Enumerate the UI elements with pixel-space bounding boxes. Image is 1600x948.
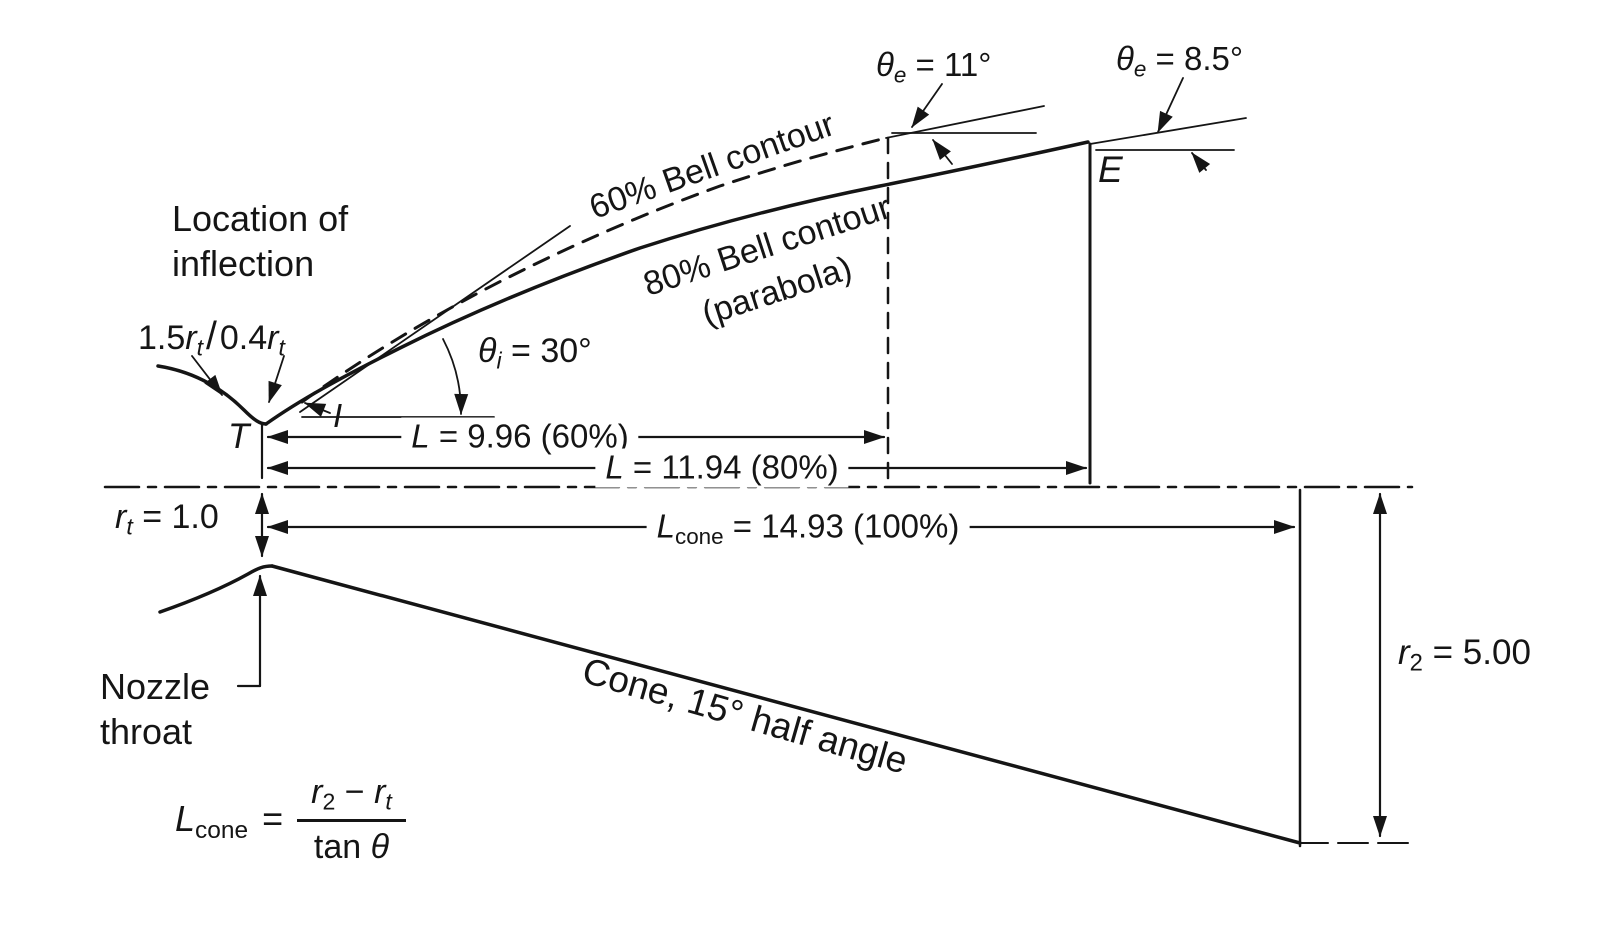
dim-l80-label: L = 11.94 (80%) xyxy=(595,448,849,488)
radius-04rt-pointer xyxy=(268,355,285,403)
theta-subscript: e xyxy=(893,62,907,88)
formula-denominator: tan θ xyxy=(313,828,390,867)
radius-15rt-label: 1.5rt xyxy=(138,319,204,361)
inflection-point-pointer xyxy=(304,402,331,417)
dim-lcone-label: Lcone = 14.93 (100%) xyxy=(646,507,970,548)
formula-lhs: Lcone xyxy=(175,798,249,845)
theta-e-60-pointer xyxy=(911,83,943,128)
theta-symbol: θ xyxy=(876,46,894,83)
bell-80-exit-tangent-line xyxy=(1089,117,1247,145)
formula-numerator: r2 − rt xyxy=(297,772,406,823)
cone-wall-path xyxy=(270,564,1302,845)
cone-length-formula: Lcone = r2 − rt tan θ xyxy=(175,772,406,867)
point-e-label: E xyxy=(1098,149,1123,190)
theta-e-80-angle-arrow xyxy=(1191,152,1211,173)
lower-converging-wall-path xyxy=(158,564,274,614)
theta-value: = 8.5° xyxy=(1146,40,1244,77)
upper-converging-wall-path xyxy=(156,364,268,426)
theta-symbol: θ xyxy=(1116,40,1134,77)
throat-radii-label: 1.5rt/0.4rt xyxy=(138,314,285,360)
slash-separator: / xyxy=(206,315,217,358)
throat-radius-label: rt = 1.0 xyxy=(115,498,219,540)
formula-fraction: r2 − rt tan θ xyxy=(297,772,406,867)
theta-i-arc xyxy=(442,338,469,415)
radius-04rt-label: 0.4rt xyxy=(219,319,285,361)
nozzle-throat-label: Nozzle throat xyxy=(100,664,210,754)
point-i-label: I xyxy=(333,397,343,434)
theta-i-label: θi = 30° xyxy=(478,332,592,374)
theta-value: = 11° xyxy=(906,46,992,83)
inflection-tangent-line xyxy=(299,225,571,413)
inflection-location-label: Location of inflection xyxy=(172,196,348,286)
theta-e-60-label: θe = 11° xyxy=(876,46,992,88)
nozzle-throat-line2: throat xyxy=(100,711,193,752)
inflection-location-line1: Location of xyxy=(172,198,349,239)
theta-e-80-label: θe = 8.5° xyxy=(1116,40,1244,82)
inflection-location-line2: inflection xyxy=(172,243,315,284)
bell-60-contour-path xyxy=(300,136,888,404)
bell-60-exit-tangent-line xyxy=(885,105,1045,139)
theta-e-60-angle-arrow xyxy=(932,139,953,165)
point-t-label: T xyxy=(228,417,250,456)
formula-equals: = xyxy=(262,798,284,840)
nozzle-throat-line1: Nozzle xyxy=(100,666,211,707)
dim-l60-label: L = 9.96 (60%) xyxy=(401,417,639,457)
exit-radius-label: r2 = 5.00 xyxy=(1398,633,1531,677)
theta-e-80-pointer xyxy=(1157,77,1184,133)
theta-subscript: e xyxy=(1133,56,1147,82)
radius-15rt-pointer xyxy=(191,355,223,396)
